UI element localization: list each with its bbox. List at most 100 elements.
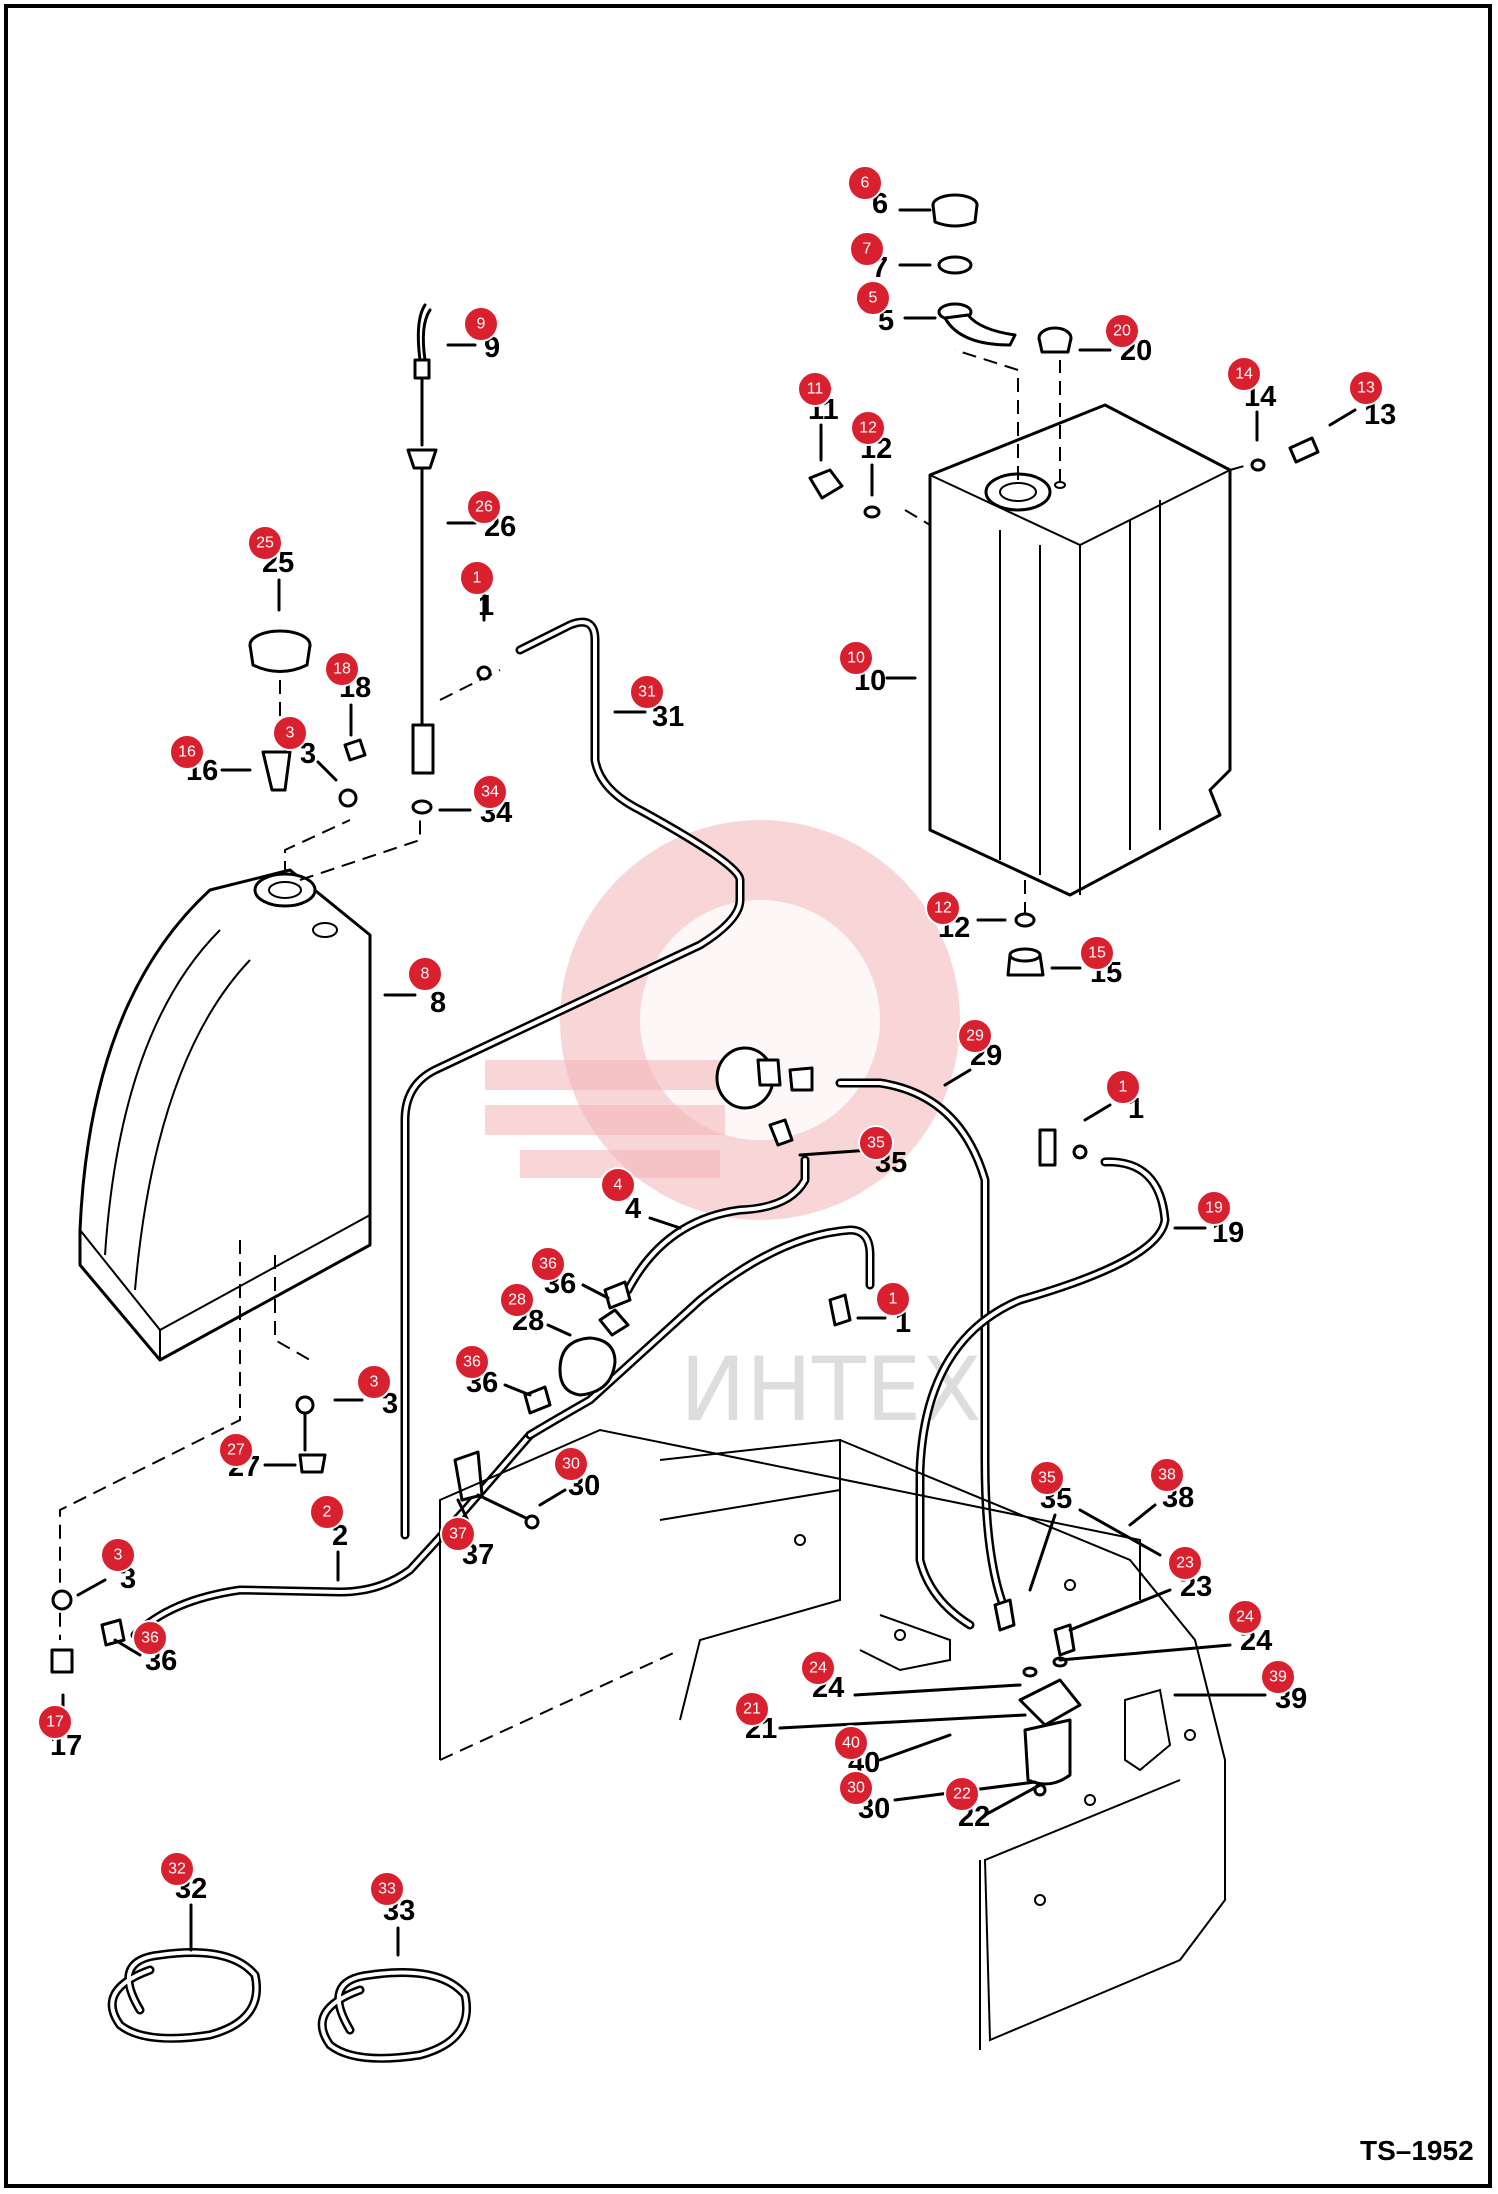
leader-line: [546, 1323, 572, 1337]
part-number-badge: 24: [1227, 1599, 1263, 1635]
part-number-badge: 37: [440, 1516, 476, 1552]
fitting-13: [1288, 436, 1320, 464]
badge-number: 24: [1236, 1609, 1254, 1626]
badge-number: 32: [168, 1861, 186, 1878]
clamp-36b: [523, 1385, 552, 1415]
part-number-badge: 33: [369, 1871, 405, 1907]
breather-20: [1037, 326, 1073, 354]
badge-number: 10: [847, 650, 865, 667]
callout-c9: 99: [446, 306, 500, 364]
badge-number: 3: [370, 1374, 379, 1391]
badge-number: 12: [934, 900, 952, 917]
part-number-label: 2: [332, 1520, 348, 1552]
badge-number: 21: [743, 1701, 761, 1718]
badge-number: 7: [863, 241, 872, 258]
part-number-badge: 39: [1260, 1659, 1296, 1695]
o-ring-7: [937, 255, 973, 275]
badge-number: 20: [1113, 323, 1131, 340]
part-number-badge: 40: [833, 1725, 869, 1761]
tee-1b: [1038, 1128, 1057, 1167]
part-number-badge: 2: [309, 1494, 345, 1530]
badge-number: 18: [333, 661, 351, 678]
o-ring-12b: [1014, 912, 1036, 928]
part-number-badge: 30: [838, 1770, 874, 1806]
hydraulic-tank-10: [928, 403, 1232, 897]
fitting-17: [50, 1648, 74, 1674]
badge-number: 19: [1205, 1200, 1223, 1217]
elbow-1c: [828, 1293, 852, 1327]
part-number-badge: 36: [530, 1246, 566, 1282]
neck-16: [261, 750, 292, 792]
part-number-badge: 36: [454, 1344, 490, 1380]
part-number-badge: 1: [1105, 1069, 1141, 1105]
badge-number: 2: [323, 1504, 332, 1521]
leader-line: [76, 1578, 107, 1597]
leader-line: [581, 1283, 610, 1300]
callout-c3c: 33: [76, 1537, 136, 1597]
part-number-badge: 27: [218, 1432, 254, 1468]
level-gauge-26: [406, 303, 438, 775]
part-number-badge: 9: [463, 306, 499, 342]
part-number-badge: 1: [875, 1281, 911, 1317]
badge-number: 37: [449, 1526, 467, 1543]
badge-number: 36: [463, 1354, 481, 1371]
o-ring-34: [411, 799, 433, 815]
part-number-badge: 31: [629, 674, 665, 710]
leader-line: [943, 1068, 972, 1087]
badge-number: 14: [1235, 366, 1253, 383]
badge-number: 33: [378, 1881, 396, 1898]
badge-number: 30: [562, 1456, 580, 1473]
part-number-badge: 6: [847, 165, 883, 201]
part-number-badge: 34: [472, 774, 508, 810]
leader-line: [648, 1216, 682, 1230]
badge-number: 23: [1176, 1555, 1194, 1572]
badge-number: 1: [473, 570, 482, 587]
part-number-badge: 1: [459, 560, 495, 596]
leader-line: [1083, 1103, 1112, 1122]
callout-c2: 22: [309, 1494, 348, 1582]
bolt-head-30a: [524, 1514, 540, 1530]
leader-line: [1068, 1588, 1172, 1632]
badge-number: 39: [1269, 1669, 1287, 1686]
part-number-badge: 20: [1104, 313, 1140, 349]
leader-line: [538, 1488, 567, 1507]
part-number-badge: 35: [1029, 1460, 1065, 1496]
badge-number: 35: [1038, 1470, 1056, 1487]
part-number-badge: 30: [553, 1446, 589, 1482]
part-number-badge: 12: [925, 890, 961, 926]
badge-number: 25: [256, 535, 274, 552]
part-number-label: 3: [300, 738, 316, 770]
part-number-badge: 23: [1167, 1545, 1203, 1581]
machine-frame: [439, 1428, 1226, 2050]
part-number-badge: 21: [734, 1691, 770, 1727]
callout-c6: 66: [847, 165, 932, 220]
badge-number: 13: [1357, 380, 1375, 397]
part-number-badge: 26: [466, 489, 502, 525]
leader-line: [1028, 1513, 1057, 1592]
leader-line: [798, 1148, 872, 1157]
badge-number: 16: [178, 744, 196, 761]
part-number-label: 8: [430, 987, 446, 1019]
callout-c1b: 11: [1083, 1069, 1144, 1125]
leader-line: [316, 760, 338, 782]
drawing-code: TS–1952: [1360, 2135, 1474, 2166]
